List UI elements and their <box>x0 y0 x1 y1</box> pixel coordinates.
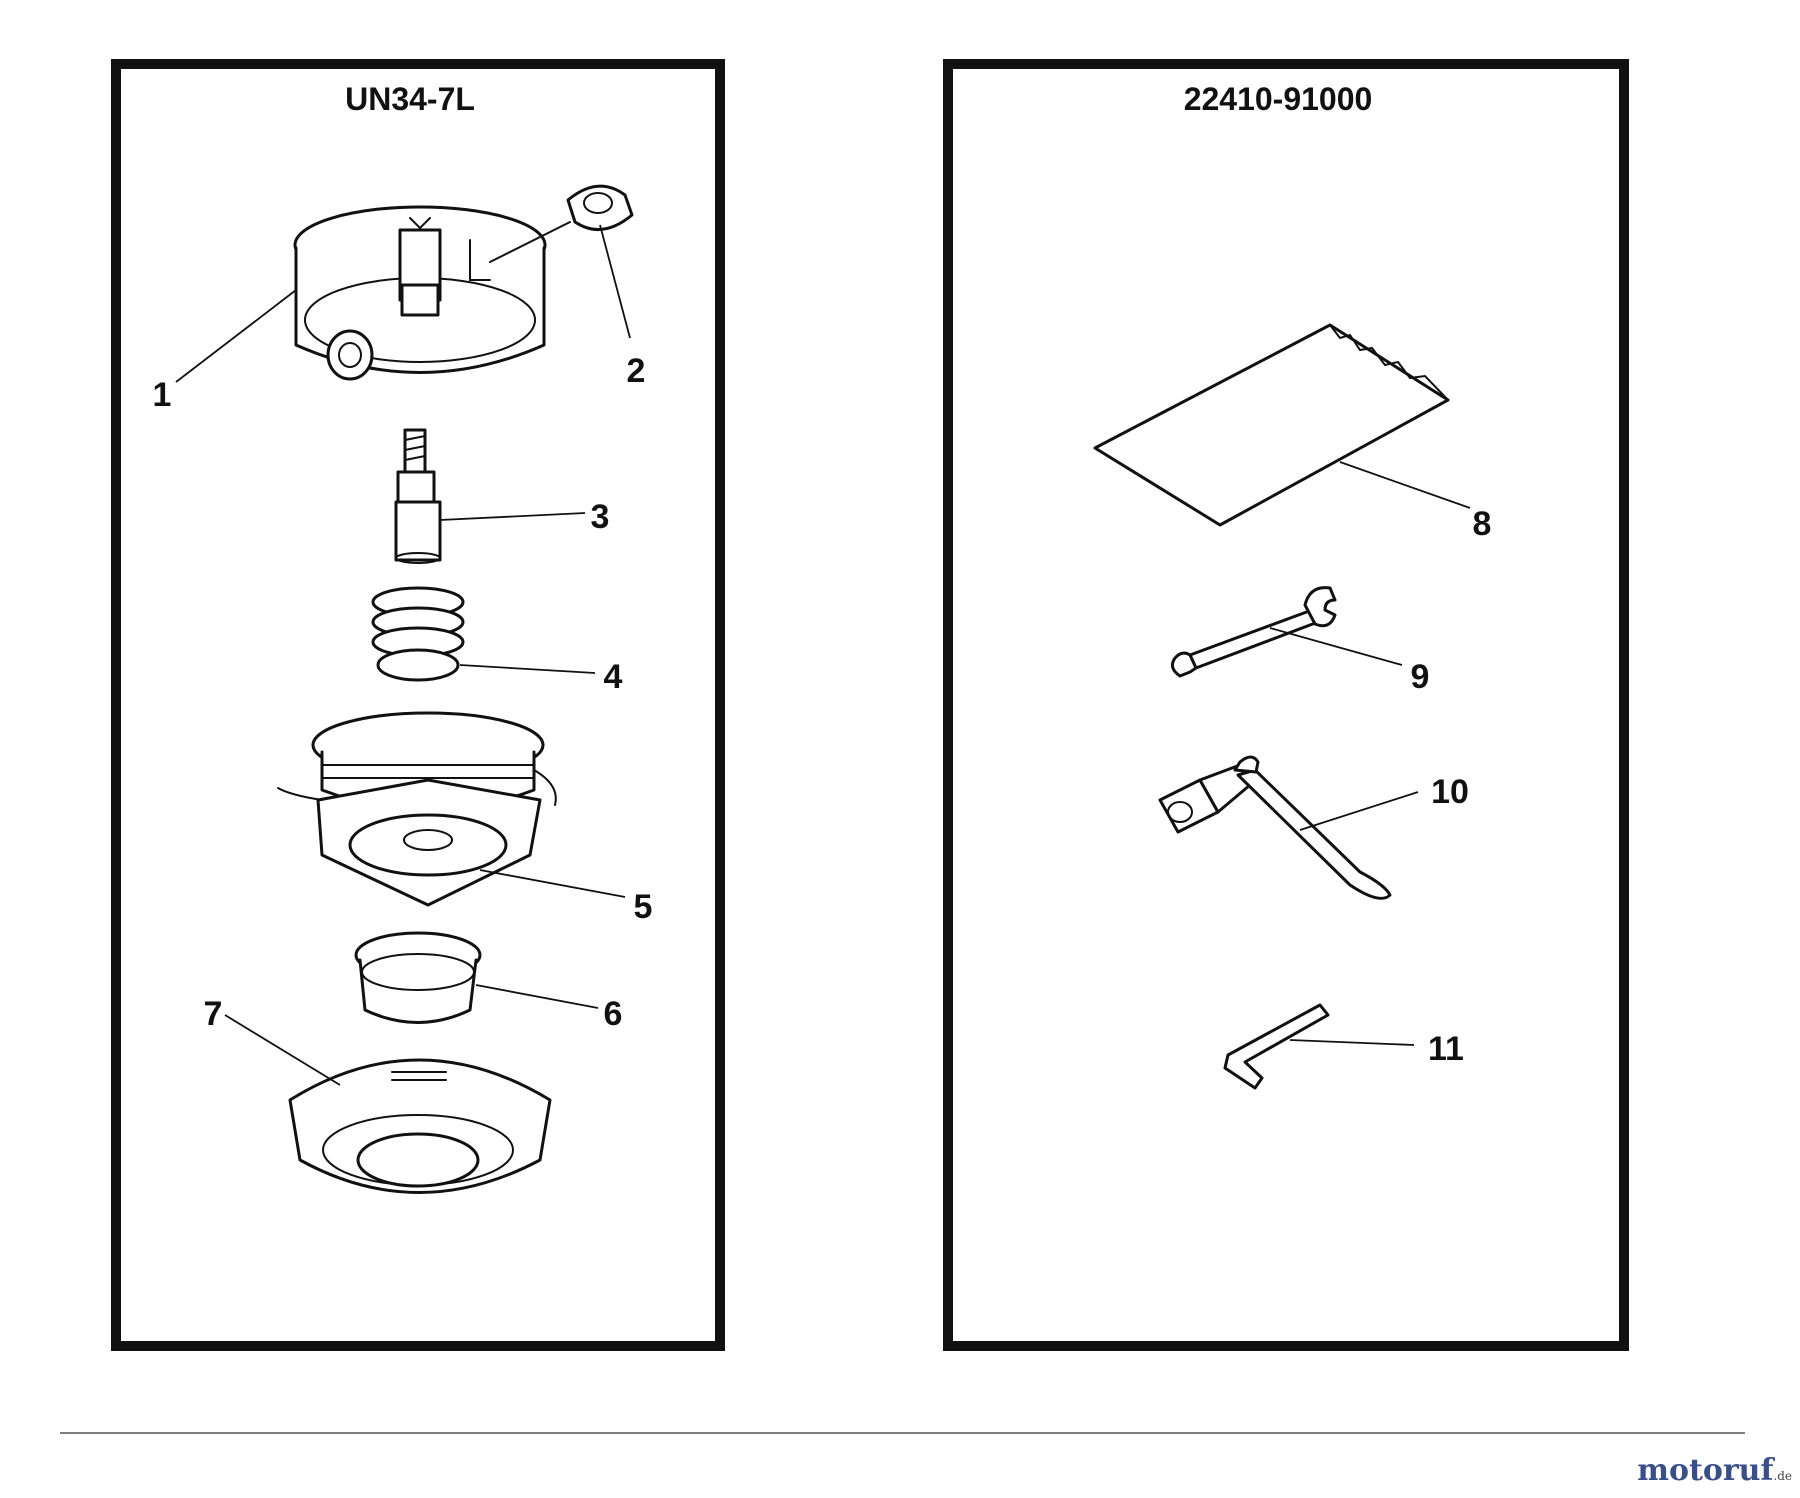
callout-3: 3 <box>591 498 610 536</box>
leader-7 <box>224 1014 341 1086</box>
leader-11 <box>1289 1039 1415 1046</box>
leader-6 <box>475 984 599 1009</box>
panel-title-right: 22410-91000 <box>1184 81 1373 117</box>
callout-6: 6 <box>604 995 623 1033</box>
leader-8 <box>1339 461 1471 509</box>
panel-title-left: UN34-7L <box>345 81 475 117</box>
callout-9: 9 <box>1411 658 1430 696</box>
part-bolt <box>394 428 442 564</box>
callout-11: 11 <box>1428 1030 1464 1068</box>
panel-frame-right <box>943 59 1629 1351</box>
part-spool-housing <box>293 205 547 381</box>
callout-5: 5 <box>634 888 653 926</box>
watermark-tld: .de <box>1773 1469 1792 1483</box>
part-spool <box>277 711 557 907</box>
callout-1: 1 <box>153 376 172 414</box>
leader-2 <box>599 224 631 339</box>
leader-5 <box>479 869 626 898</box>
panel-frame-left <box>111 59 725 1351</box>
leader-3 <box>439 512 586 521</box>
part-cover <box>288 1058 552 1194</box>
callout-8: 8 <box>1473 505 1492 543</box>
part-eyelet <box>489 184 634 263</box>
leader-10 <box>1299 791 1419 831</box>
leader-9 <box>1269 627 1403 666</box>
part-manual-sheet <box>1093 323 1450 527</box>
part-hex-key <box>1223 1003 1330 1090</box>
part-spring <box>371 586 465 682</box>
callout-7: 7 <box>204 995 223 1033</box>
leader-4 <box>459 664 596 674</box>
watermark-logo: motoruf.de <box>1637 1453 1792 1488</box>
leader-1 <box>175 289 297 383</box>
part-cap-insert <box>354 931 482 1024</box>
part-plug-wrench <box>1158 755 1392 900</box>
callout-4: 4 <box>604 658 623 696</box>
watermark-text: motoruf <box>1637 1453 1774 1488</box>
callout-10: 10 <box>1431 773 1469 811</box>
callout-2: 2 <box>627 352 646 390</box>
part-wrench <box>1170 586 1337 678</box>
